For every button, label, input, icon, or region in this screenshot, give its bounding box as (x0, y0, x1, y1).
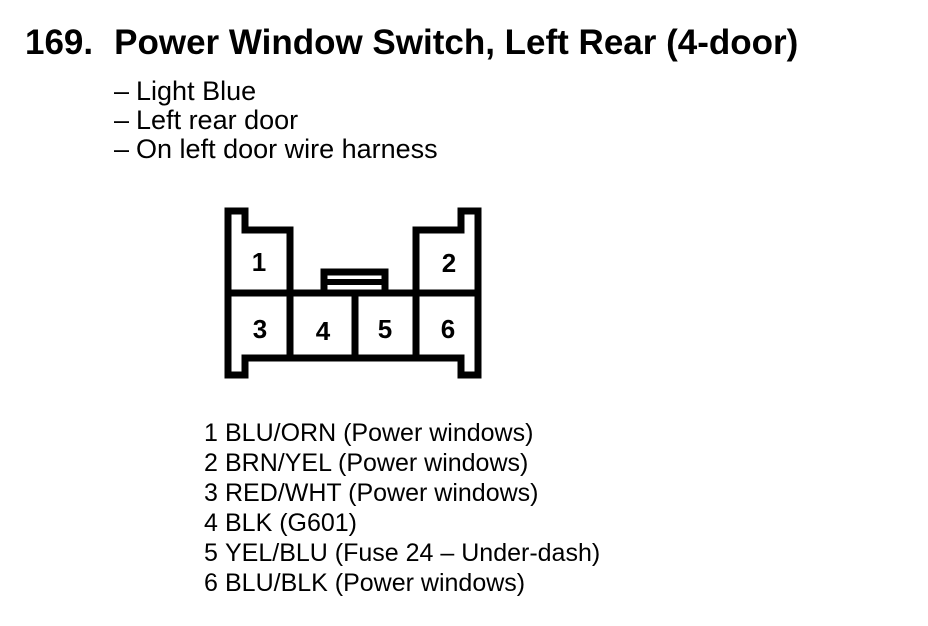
legend-pin-number: 3 (204, 479, 218, 507)
legend-wire-description: BLU/ORN (Power windows) (225, 419, 534, 447)
legend-row: 3 RED/WHT (Power windows) (204, 478, 600, 508)
page-title: 169. Power Window Switch, Left Rear (4-d… (25, 24, 798, 62)
pin-label-6: 6 (441, 314, 455, 344)
legend-pin-number: 6 (204, 569, 218, 597)
connector-outline (224, 207, 482, 379)
connector-diagram: 1 2 3 4 5 6 (224, 207, 482, 379)
legend-pin-number: 2 (204, 449, 218, 477)
legend-row: 6 BLU/BLK (Power windows) (204, 568, 600, 598)
pin-legend: 1 BLU/ORN (Power windows) 2 BRN/YEL (Pow… (204, 418, 600, 598)
legend-pin-number: 1 (204, 419, 218, 447)
pin-label-5: 5 (378, 314, 392, 344)
note-text: Left rear door (136, 105, 299, 135)
note-text: On left door wire harness (136, 134, 438, 164)
notes-list: – Light Blue – Left rear door – On left … (114, 77, 438, 164)
legend-wire-description: BLU/BLK (Power windows) (225, 569, 526, 597)
item-number: 169. (25, 23, 94, 62)
legend-row: 1 BLU/ORN (Power windows) (204, 418, 600, 448)
pin-label-4: 4 (316, 316, 331, 346)
bullet-dash: – (114, 134, 130, 164)
bullet-dash: – (114, 76, 130, 106)
legend-wire-description: YEL/BLU (Fuse 24 – Under-dash) (225, 539, 601, 567)
note-item: – Left rear door (114, 106, 438, 135)
legend-wire-description: BRN/YEL (Power windows) (225, 449, 529, 477)
legend-row: 4 BLK (G601) (204, 508, 600, 538)
legend-pin-number: 5 (204, 539, 218, 567)
note-item: – Light Blue (114, 77, 438, 106)
legend-row: 2 BRN/YEL (Power windows) (204, 448, 600, 478)
legend-pin-number: 4 (204, 509, 218, 537)
pin-label-1: 1 (252, 247, 266, 277)
note-item: – On left door wire harness (114, 135, 438, 164)
bullet-dash: – (114, 105, 130, 135)
legend-wire-description: BLK (G601) (225, 509, 358, 537)
legend-wire-description: RED/WHT (Power windows) (225, 479, 539, 507)
pin-label-3: 3 (253, 314, 267, 344)
legend-row: 5 YEL/BLU (Fuse 24 – Under-dash) (204, 538, 600, 568)
note-text: Light Blue (136, 76, 257, 106)
item-title: Power Window Switch, Left Rear (4-door) (114, 23, 799, 62)
pin-label-2: 2 (442, 248, 456, 278)
